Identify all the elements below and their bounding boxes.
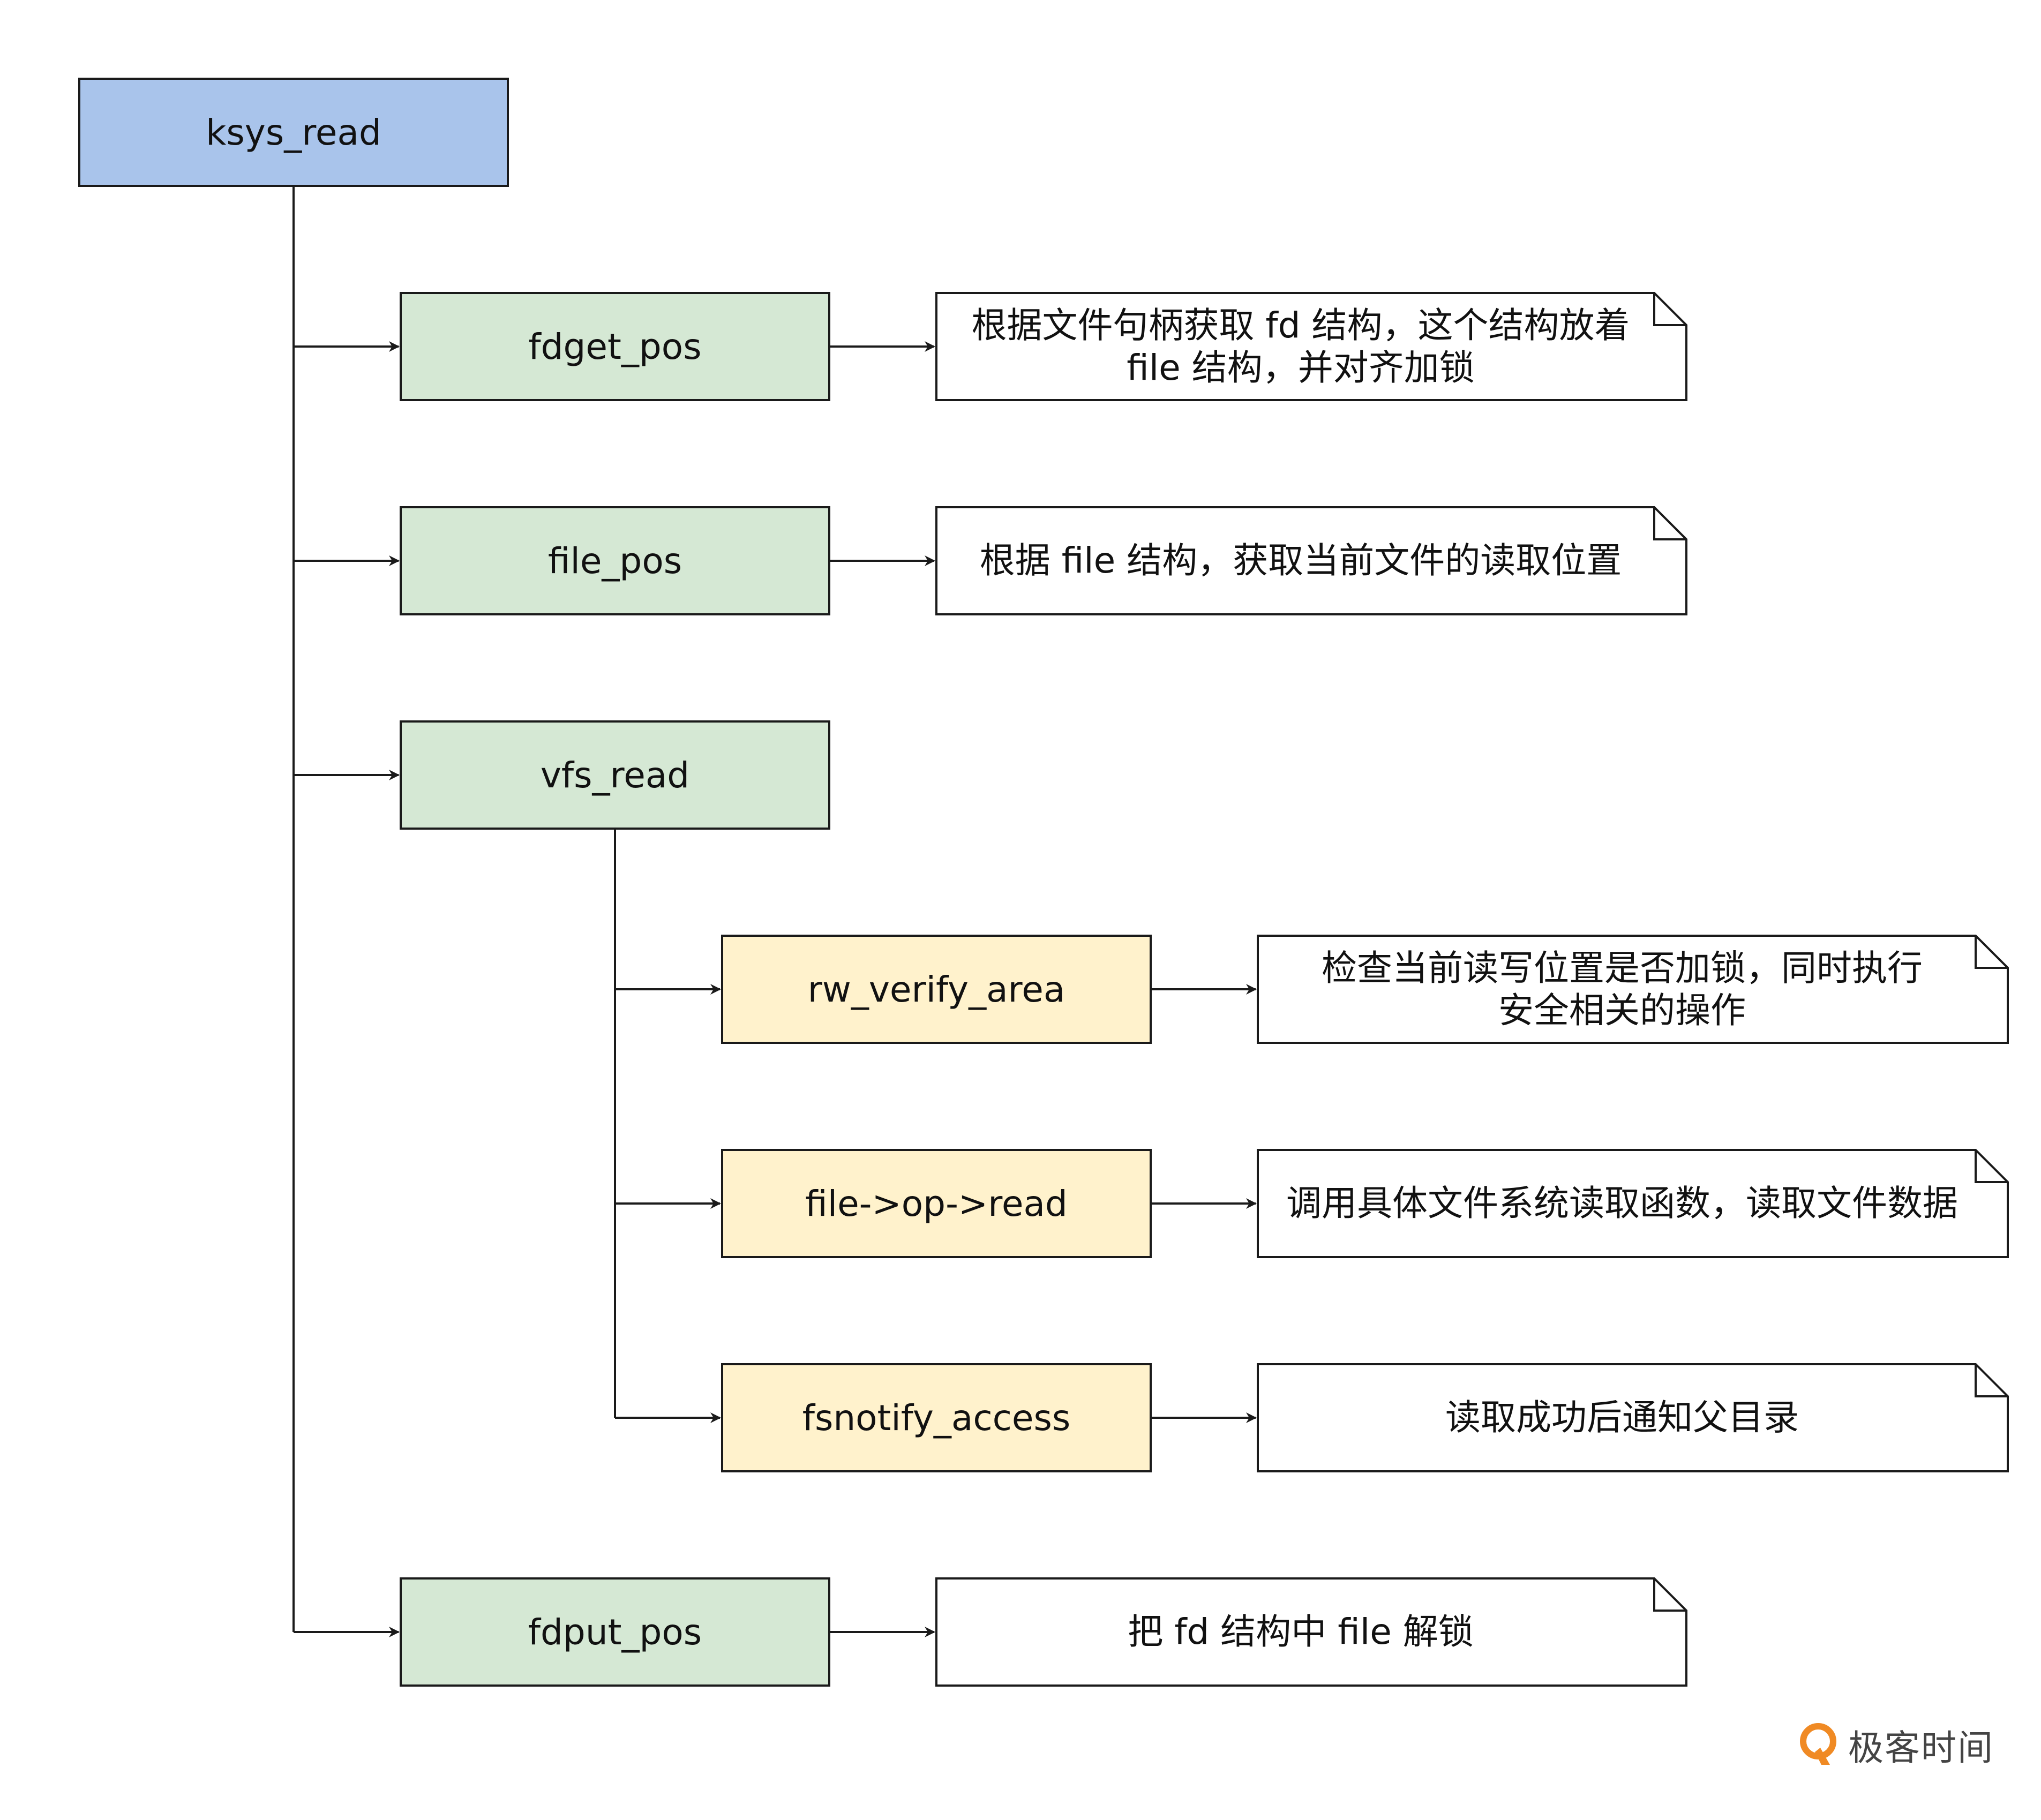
node-fsnotify-access: fsnotify_access [722, 1364, 1151, 1471]
note-fdget-pos-line-2: file 结构，并对齐加锁 [1127, 347, 1475, 388]
note-rw-verify-area-line-2: 安全相关的操作 [1498, 990, 1746, 1031]
brand-logo: 极客时间 [1799, 1719, 1994, 1771]
node-rw-verify-area-box [721, 935, 1152, 1044]
note-fdget-pos: 根据文件句柄获取 fd 结构，这个结构放着 file 结构，并对齐加锁 [936, 293, 1686, 400]
node-vfs-read-label: vfs_read [540, 754, 690, 796]
node-ksys-read-label: ksys_read [206, 111, 381, 153]
node-vfs-read: vfs_read [401, 721, 829, 829]
note-file-pos-shape [935, 506, 1687, 615]
note-fsnotify-access: 读取成功后通知父目录 [1258, 1364, 2008, 1471]
node-file-op-read-label: file->op->read [805, 1183, 1068, 1224]
node-fdput-pos-box [400, 1577, 830, 1687]
geektime-logo-icon [1800, 1723, 1836, 1765]
note-file-op-read-line-1: 调用具体文件系统读取函数，读取文件数据 [1286, 1183, 1958, 1224]
node-fdget-pos-box [400, 292, 830, 401]
node-vfs-read-box [400, 720, 830, 830]
note-fsnotify-access-line-1: 读取成功后通知父目录 [1445, 1397, 1799, 1439]
note-fdget-pos-line-1: 根据文件句柄获取 fd 结构，这个结构放着 [971, 304, 1630, 346]
node-fsnotify-access-label: fsnotify_access [802, 1397, 1071, 1439]
note-rw-verify-area: 检查当前读写位置是否加锁，同时执行 安全相关的操作 [1258, 936, 2008, 1043]
node-ksys-read-box [78, 78, 509, 187]
node-file-op-read: file->op->read [722, 1150, 1151, 1257]
node-fdget-pos: fdget_pos [401, 293, 829, 400]
note-file-pos-line-1: 根据 file 结构，获取当前文件的读取位置 [979, 540, 1622, 582]
node-rw-verify-area-label: rw_verify_area [807, 968, 1065, 1010]
brand-text: 极客时间 [1848, 1727, 1994, 1769]
node-file-pos-label: file_pos [547, 540, 682, 582]
node-fdput-pos-label: fdput_pos [528, 1611, 702, 1653]
node-fdput-pos: fdput_pos [401, 1578, 829, 1686]
node-file-op-read-box [721, 1149, 1152, 1258]
note-file-op-read: 调用具体文件系统读取函数，读取文件数据 [1258, 1150, 2008, 1257]
note-file-op-read-shape [1257, 1149, 2009, 1258]
note-fdput-pos: 把 fd 结构中 file 解锁 [936, 1578, 1686, 1686]
node-fdget-pos-label: fdget_pos [528, 326, 702, 367]
node-file-pos: file_pos [401, 507, 829, 614]
node-rw-verify-area: rw_verify_area [722, 936, 1151, 1043]
note-rw-verify-area-shape [1257, 935, 2009, 1044]
node-file-pos-box [400, 506, 830, 615]
note-fdput-pos-line-1: 把 fd 结构中 file 解锁 [1128, 1611, 1474, 1653]
note-fdget-pos-shape [935, 292, 1687, 401]
node-ksys-read: ksys_read [79, 79, 508, 186]
note-file-pos: 根据 file 结构，获取当前文件的读取位置 [936, 507, 1686, 614]
note-fsnotify-access-shape [1257, 1363, 2009, 1472]
note-rw-verify-area-line-1: 检查当前读写位置是否加锁，同时执行 [1322, 947, 1923, 989]
note-fdput-pos-shape [935, 1577, 1687, 1687]
node-fsnotify-access-box [721, 1363, 1152, 1472]
